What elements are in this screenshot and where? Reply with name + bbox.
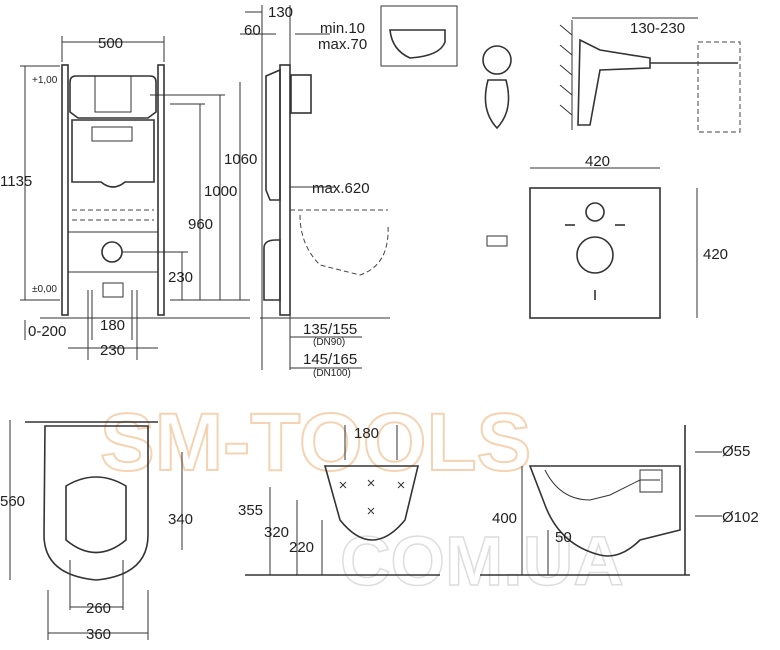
dim-1135: 1135 xyxy=(0,173,32,190)
toilet-back-view xyxy=(245,425,440,576)
dim-180-back: 180 xyxy=(354,425,379,442)
grohe-logo xyxy=(91,126,133,142)
side-view xyxy=(240,5,390,370)
dim-400: 400 xyxy=(492,510,517,527)
dim-360: 360 xyxy=(86,626,111,643)
dim-230-width: 230 xyxy=(100,342,125,359)
dim-min10: min.10 xyxy=(320,20,365,37)
toilet-top-view xyxy=(9,420,183,640)
mounting-bracket xyxy=(482,17,741,133)
dim-145-165: 145/165 xyxy=(303,351,357,368)
dim-320: 320 xyxy=(264,524,289,541)
toilet-thumbnail xyxy=(380,5,458,67)
watermark-line2: COM.UA xyxy=(340,522,624,600)
dim-130-230: 130-230 xyxy=(630,20,685,37)
dim-135-155: 135/155 xyxy=(303,321,357,338)
dim-960: 960 xyxy=(188,216,213,233)
level-zero: ±0,00 xyxy=(32,284,57,295)
front-view-frame xyxy=(20,36,250,360)
dim-60: 60 xyxy=(244,22,261,39)
dim-340: 340 xyxy=(168,511,193,528)
toilet-side-view xyxy=(480,425,722,576)
dim-50: 50 xyxy=(555,529,572,546)
dim-180: 180 xyxy=(100,317,125,334)
dim-355: 355 xyxy=(238,502,263,519)
dim-max620: max.620 xyxy=(312,180,370,197)
dim-1000: 1000 xyxy=(204,183,237,200)
sound-pad xyxy=(486,167,698,319)
dim-560: 560 xyxy=(0,493,25,510)
dim-230-height: 230 xyxy=(168,269,193,286)
dim-500: 500 xyxy=(98,35,123,52)
dn90-label: (DN90) xyxy=(313,337,345,348)
dn100-label: (DN100) xyxy=(313,368,351,379)
dim-0-200: 0-200 xyxy=(28,323,66,340)
dim-420-width: 420 xyxy=(585,153,610,170)
dim-260: 260 xyxy=(86,600,111,617)
dim-220: 220 xyxy=(289,539,314,556)
dim-130: 130 xyxy=(268,4,293,21)
dim-420-height: 420 xyxy=(703,246,728,263)
dim-d102: Ø102 xyxy=(722,509,759,526)
watermark-line1: SM-TOOLS xyxy=(100,397,531,488)
level-top: +1,00 xyxy=(32,75,58,86)
dim-max70: max.70 xyxy=(318,36,367,53)
dim-d55: Ø55 xyxy=(722,443,750,460)
dim-1060: 1060 xyxy=(224,151,257,168)
